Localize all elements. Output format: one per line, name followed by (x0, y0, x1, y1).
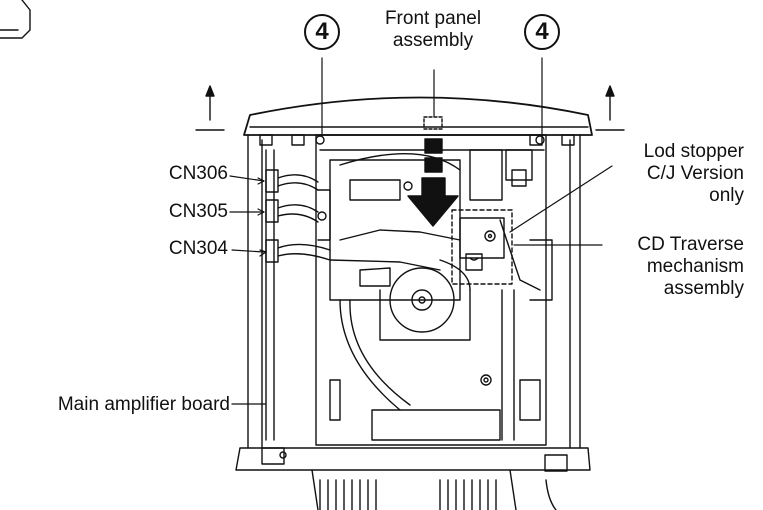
callout-4-right: 4 (524, 14, 560, 50)
main-amplifier-board (265, 149, 275, 441)
lod-stopper-label: Lod stopper C/J Version only (596, 141, 744, 207)
cabinet-body (235, 134, 591, 472)
front-panel-assembly (243, 96, 593, 146)
lod-stopper-line-2: C/J Version (646, 163, 744, 184)
cn305-label: CN305 (168, 201, 228, 222)
cd-traverse-line-2: mechanism (646, 256, 744, 277)
connectors (265, 169, 331, 263)
front-panel-label-line-2: assembly (392, 30, 474, 51)
front-panel-assembly-label: Front panel assembly (362, 8, 504, 52)
lod-stopper-line-1: Lod stopper (643, 141, 744, 162)
lod-stopper-line-3: only (709, 185, 744, 206)
lod-stopper (451, 209, 513, 285)
lift-arrow-right (595, 85, 625, 131)
callout-4-left: 4 (304, 14, 340, 50)
front-panel-label-line-1: Front panel (384, 8, 482, 29)
heatsink (311, 469, 557, 510)
cn306-label: CN306 (168, 163, 228, 184)
main-amplifier-board-label: Main amplifier board (57, 394, 230, 415)
cd-traverse-line-1: CD Traverse (637, 234, 744, 255)
lift-arrow-left (195, 85, 225, 131)
cd-traverse-mechanism (315, 134, 553, 446)
leader-lines (229, 57, 613, 405)
cd-traverse-line-3: assembly (663, 278, 744, 299)
cropped-part-fragment (0, 0, 31, 39)
removal-direction-arrow (407, 138, 459, 227)
cd-traverse-label: CD Traverse mechanism assembly (596, 234, 744, 300)
cn304-label: CN304 (168, 238, 228, 259)
